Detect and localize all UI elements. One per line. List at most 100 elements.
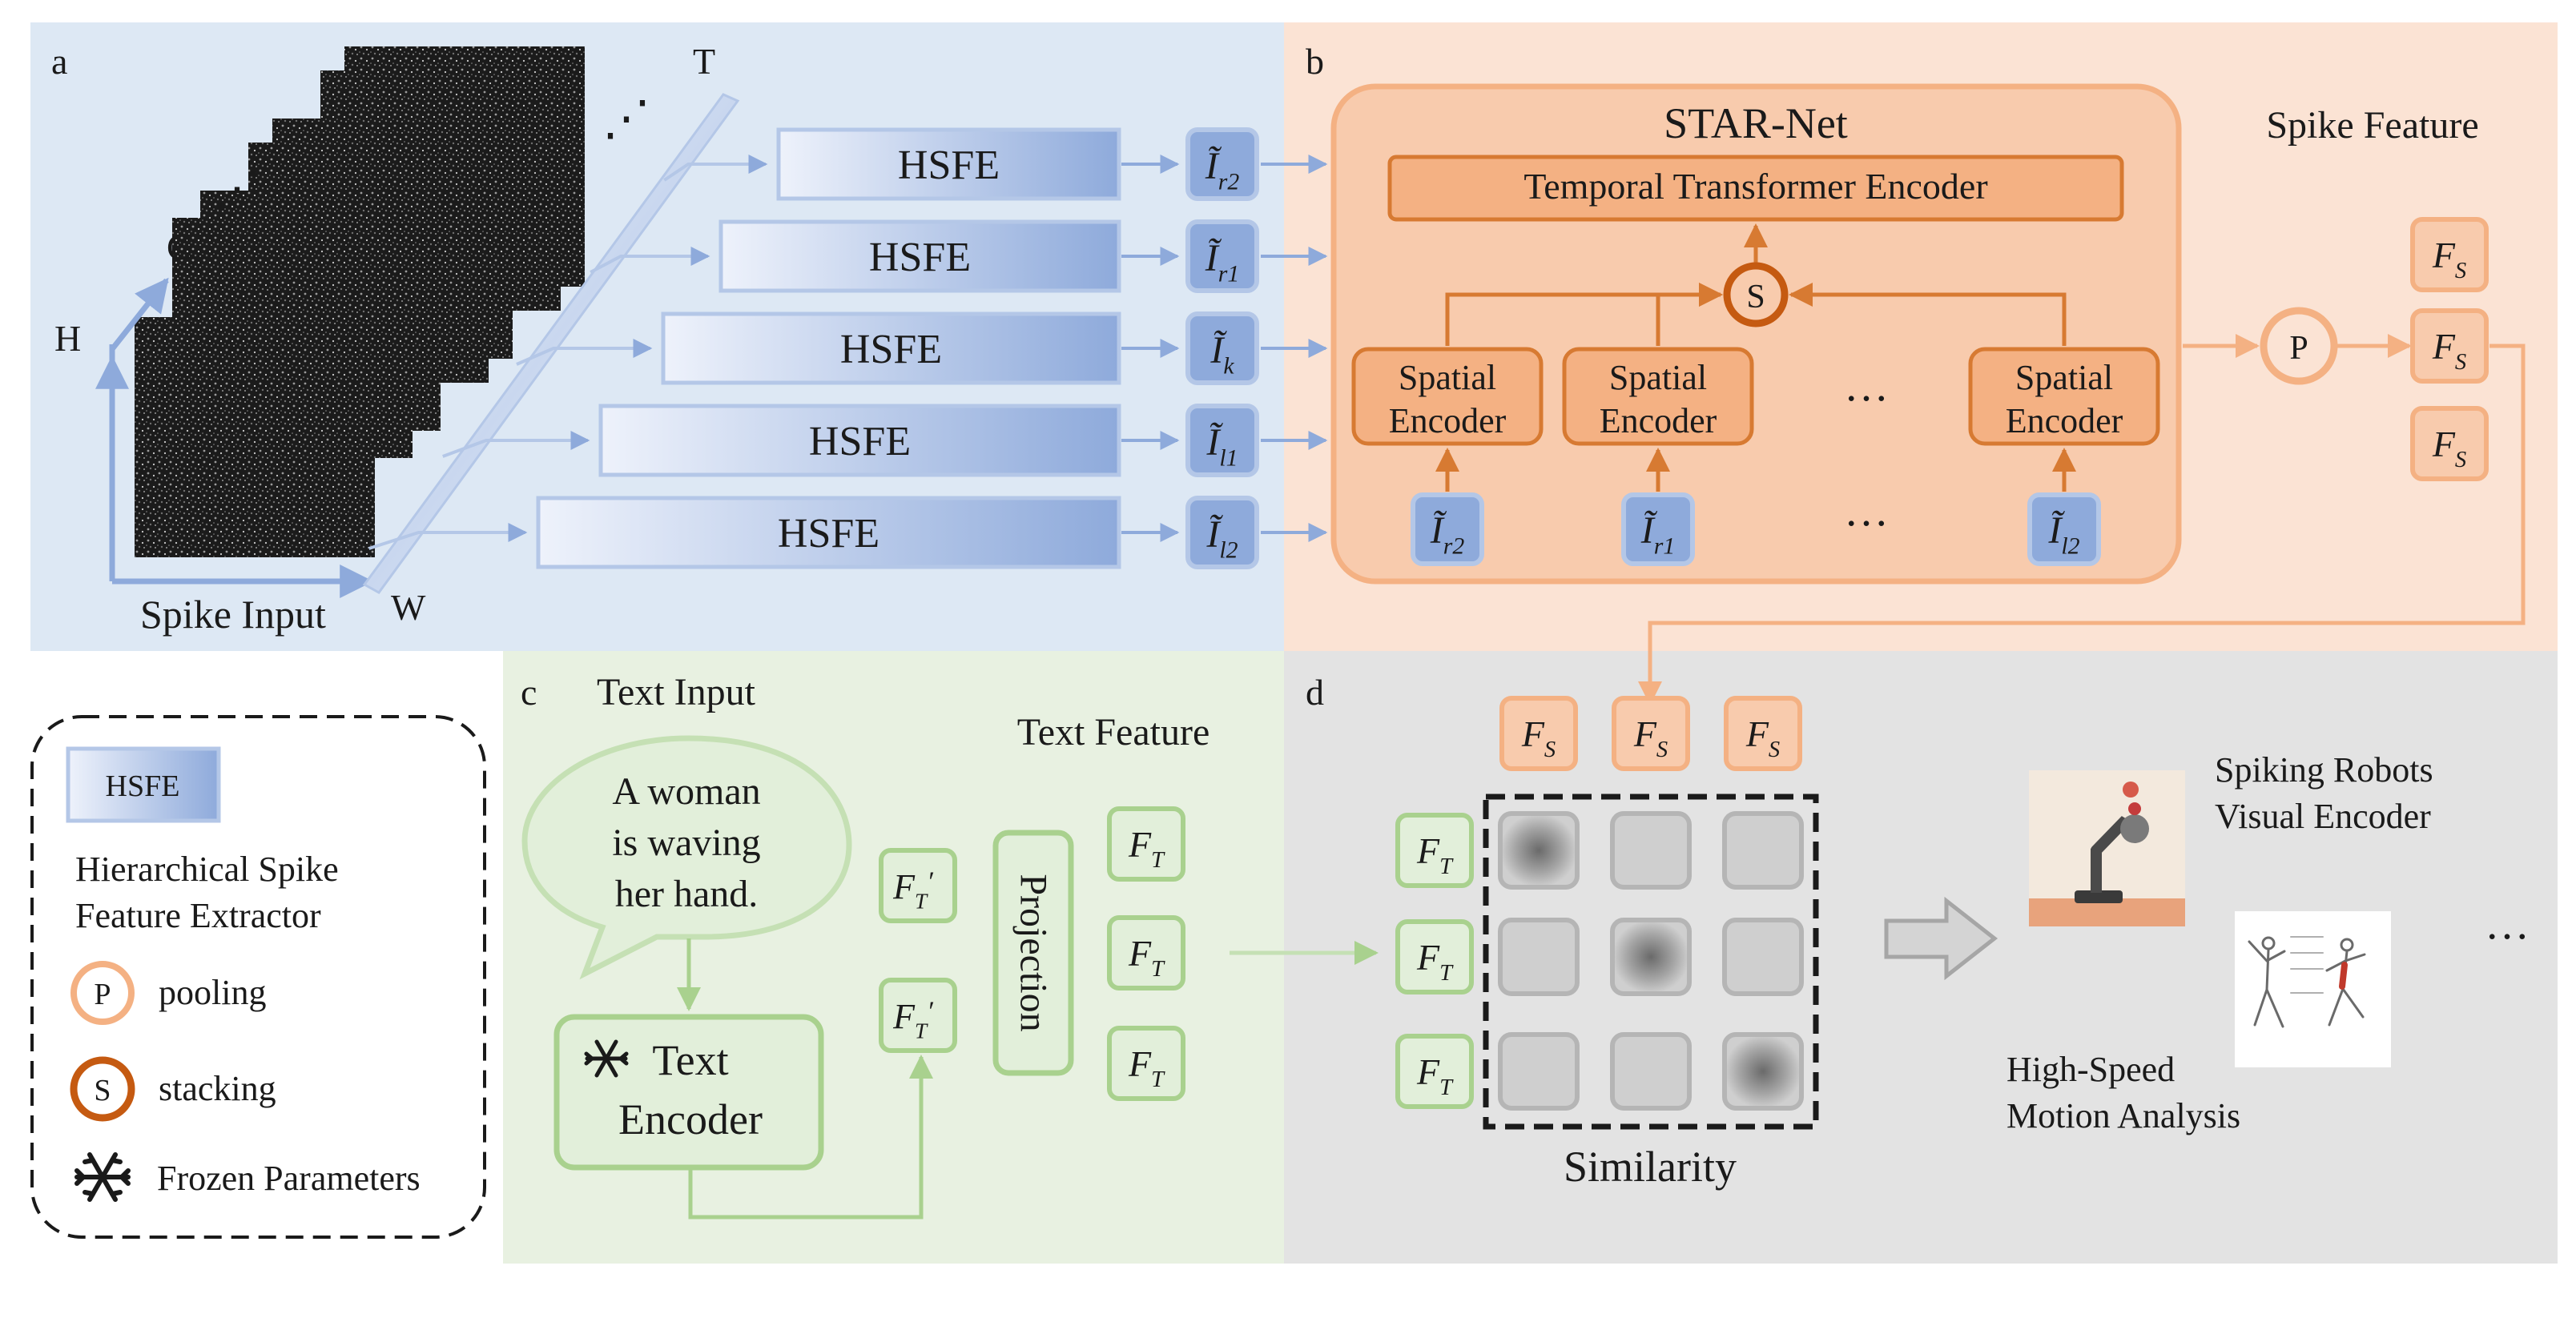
similarity-row-feature-label: FT	[1416, 830, 1454, 879]
text-encoder-snowflake-icon	[584, 1039, 629, 1078]
input-feature-label-base: Ĩ	[1205, 421, 1223, 464]
bubble-line2: is waving	[612, 822, 760, 864]
hsfe-box	[776, 127, 1121, 201]
similarity-row-feature-label-subscript: T	[1439, 1075, 1454, 1100]
time-to-hsfe-arrow	[368, 523, 528, 550]
input-feature-label: Ĩr2	[1205, 145, 1240, 195]
spatial-encoder-label-line2: Encoder	[1389, 401, 1507, 440]
stacking-node-symbol: S	[1746, 279, 1765, 315]
text-feature-label-subscript: T	[1151, 848, 1165, 873]
input-feature-label-base: Ĩ	[1205, 237, 1222, 279]
stacking-node	[1723, 262, 1789, 327]
spike-feature-label: FS	[2432, 424, 2466, 472]
legend-pooling-desc: pooling	[159, 973, 266, 1012]
spatial-input-box	[1411, 492, 1484, 566]
axis-label-c: C	[167, 227, 191, 267]
similarity-column-feature-label-base: F	[1521, 713, 1545, 754]
input-feature-label-subscript: l1	[1219, 444, 1238, 471]
spike-feature-label: FS	[2432, 326, 2466, 375]
text-feature-label: FT	[1128, 1043, 1165, 1092]
hsfe-box	[598, 404, 1121, 477]
app2-line2: Motion Analysis	[2006, 1096, 2240, 1135]
time-to-hsfe-arrow	[590, 247, 710, 274]
spike-input-caption: Spike Input	[140, 592, 326, 637]
similarity-column-feature-label-base: F	[1745, 713, 1769, 754]
legend-frame	[30, 715, 486, 1239]
spatial-encoder-label-line1: Spatial	[2015, 358, 2113, 397]
legend-stacking-desc: stacking	[159, 1069, 276, 1108]
spatial-input-label-subscript: r2	[1443, 532, 1465, 559]
legend-hsfe-swatch-label: HSFE	[106, 769, 180, 803]
similarity-cell	[1722, 811, 1804, 890]
similarity-column-feature-label-subscript: S	[1544, 737, 1556, 762]
similarity-matrix	[1498, 811, 1804, 1111]
panel-label-c: c	[521, 672, 537, 713]
input-feature-box	[1185, 496, 1259, 569]
text-feature-label-subscript: T	[1151, 957, 1165, 982]
spatial-input-label: Ĩr2	[1430, 509, 1465, 559]
encoder-to-stack-arrow	[1445, 283, 1723, 346]
text-feature-label: FT	[1128, 933, 1165, 982]
text-prime-feature-label-prime: ′	[927, 866, 934, 897]
motion-analysis-thumbnail	[2235, 911, 2391, 1067]
temporal-encoder-label: Temporal Transformer Encoder	[1523, 166, 1987, 207]
similarity-column-feature-box	[1724, 696, 1802, 771]
spatial-ellipsis-upper: …	[1844, 361, 1889, 411]
similarity-cell	[1610, 1032, 1692, 1111]
axis-label-t: T	[693, 41, 715, 82]
spatial-input-box	[1621, 492, 1695, 566]
axis-label-w: W	[391, 587, 426, 628]
text-prime-feature-box	[879, 978, 957, 1053]
text-prime-feature-label-subscript: T	[915, 889, 928, 913]
similarity-cell	[1498, 1032, 1580, 1111]
spike-feature-box	[2410, 308, 2489, 384]
spatial-encoder-box	[1968, 347, 2160, 446]
spatial-input-label: Ĩl2	[2047, 509, 2079, 559]
input-feature-label-subscript: r2	[1218, 168, 1240, 195]
text-prime-feature-label: FT′	[892, 866, 934, 913]
similarity-cell-match	[1722, 1032, 1804, 1111]
text-feature-box	[1107, 1026, 1185, 1101]
similarity-row-feature-box	[1395, 919, 1474, 994]
input-feature-label-base: Ĩ	[1205, 145, 1222, 187]
input-feature-label-base: Ĩ	[1205, 513, 1223, 556]
text-feature-title: Text Feature	[1017, 711, 1210, 753]
similarity-row-feature-box	[1395, 813, 1474, 888]
input-feature-label-subscript: r1	[1218, 260, 1239, 287]
time-axis-bar	[362, 93, 740, 594]
similarity-row-feature-label-subscript: T	[1439, 854, 1454, 879]
spike-feature-label-subscript: S	[2455, 350, 2466, 375]
hsfe-box-label: HSFE	[840, 327, 942, 372]
spatial-input-label-subscript: l2	[2061, 532, 2079, 559]
text-feature-label: FT	[1128, 824, 1165, 873]
similarity-row-feature-label: FT	[1416, 937, 1454, 986]
text-prime-feature-label-prime: ′	[927, 995, 934, 1027]
input-feature-box	[1185, 311, 1259, 385]
spatial-encoder-label-line1: Spatial	[1609, 358, 1707, 397]
legend-pooling-icon	[70, 961, 135, 1025]
bubble-line1: A woman	[612, 770, 760, 813]
spatial-input-label: Ĩr1	[1640, 509, 1675, 559]
bubble-line3: her hand.	[615, 873, 759, 915]
spike-feature-box	[2410, 217, 2489, 292]
similarity-column-feature-label: FS	[1521, 713, 1556, 762]
text-prime-features: FT′FT′	[879, 848, 957, 1053]
text-feature-box	[1107, 915, 1185, 990]
legend-frozen-desc: Frozen Parameters	[157, 1159, 421, 1198]
similarity-cell	[1610, 811, 1692, 890]
stack-dots-lower: ⋰	[602, 92, 650, 145]
text-feature-box	[1107, 806, 1185, 882]
temporal-encoder-box	[1387, 155, 2124, 222]
legend-hsfe-swatch	[66, 746, 221, 823]
text-feature-label-subscript: T	[1151, 1067, 1165, 1092]
hsfe-box-label: HSFE	[778, 511, 879, 557]
text-prime-feature-box	[879, 848, 957, 923]
input-feature-label-subscript: k	[1223, 352, 1234, 379]
